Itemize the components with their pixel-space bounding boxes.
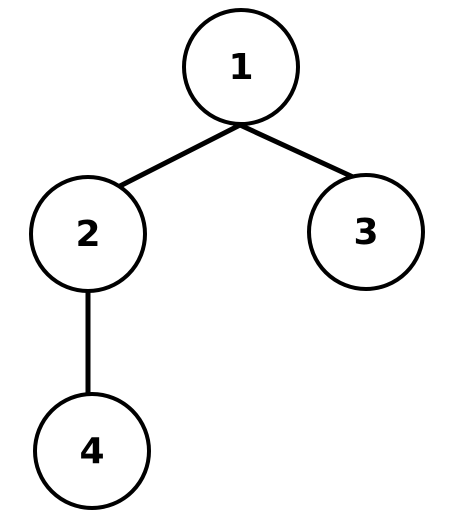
node-circle-1 <box>182 8 300 126</box>
node-label-1: 1 <box>228 47 253 88</box>
tree-node-4: 4 <box>33 392 151 510</box>
tree-node-2: 2 <box>29 175 147 293</box>
node-label-4: 4 <box>79 431 104 472</box>
node-circle-4 <box>33 392 151 510</box>
tree-node-1: 1 <box>182 8 300 126</box>
node-label-2: 2 <box>75 214 100 255</box>
node-circle-2 <box>29 175 147 293</box>
edge-1-3 <box>237 122 356 180</box>
node-circle-3 <box>307 173 425 291</box>
node-label-3: 3 <box>353 212 378 253</box>
edge-1-2 <box>117 122 243 189</box>
tree-node-3: 3 <box>307 173 425 291</box>
edges-layer <box>85 122 356 398</box>
nodes-layer: 1 2 3 4 <box>29 8 425 510</box>
